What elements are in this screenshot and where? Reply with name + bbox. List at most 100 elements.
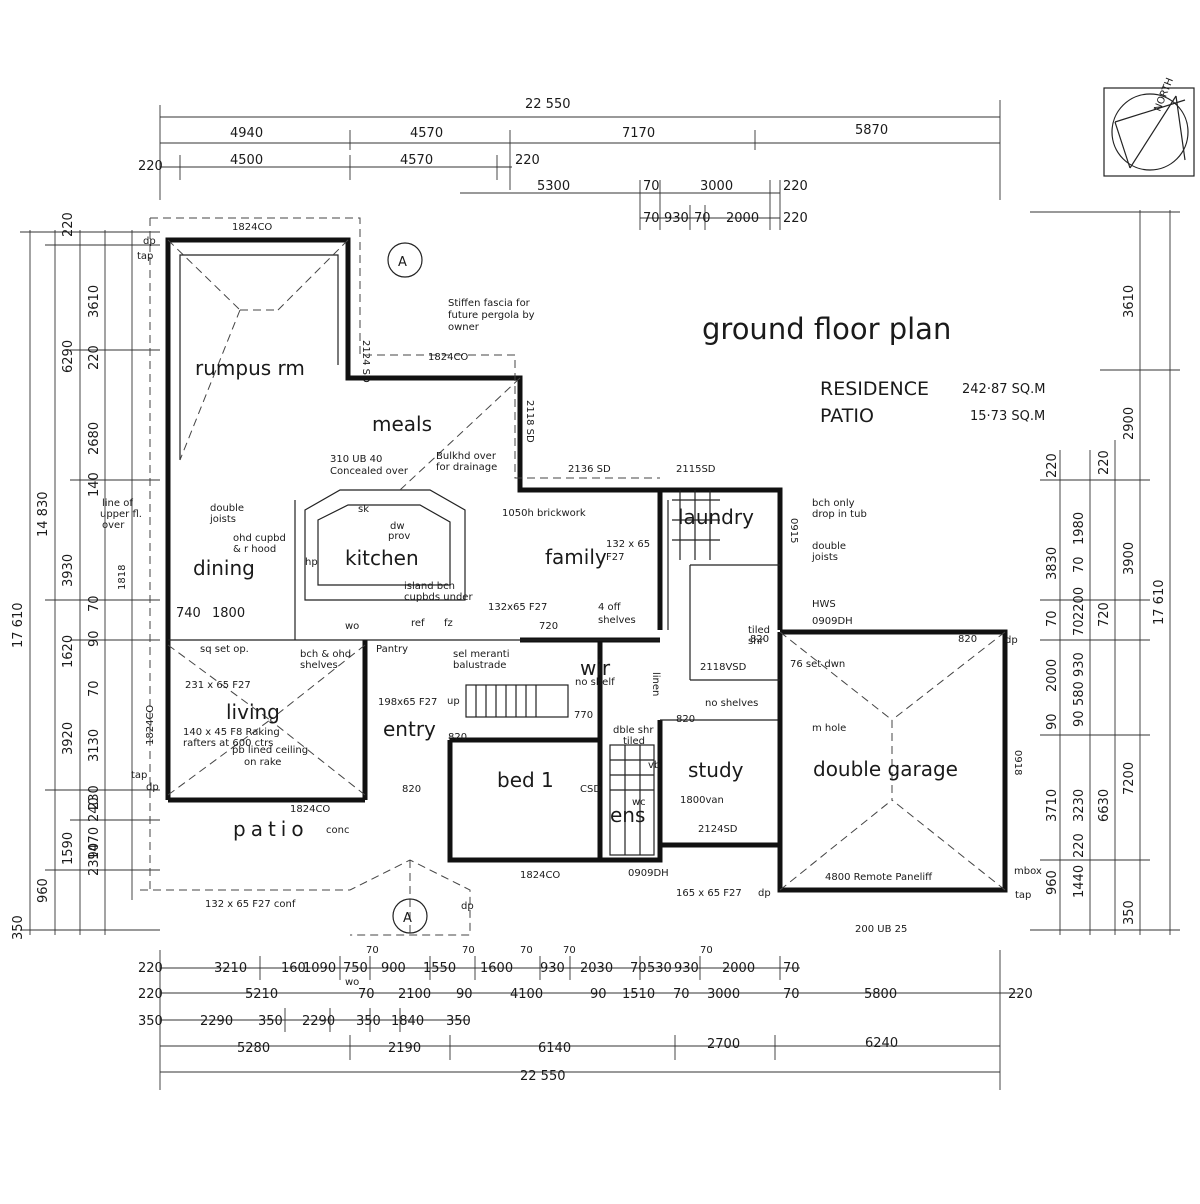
- dim-bottom-r1-3: 1090: [303, 961, 336, 976]
- dim-bottom-r4-4: 6240: [865, 1036, 898, 1051]
- room-kitchen: kitchen: [345, 546, 419, 570]
- building-walls: [165, 237, 1008, 893]
- note-0918: 0918: [1012, 750, 1023, 775]
- note-linen: linen: [650, 672, 661, 696]
- dim-right-c4: 90: [1045, 713, 1060, 730]
- room-pantry: Pantry: [376, 644, 408, 655]
- dim-right-b7: 90: [1072, 710, 1087, 727]
- dim-bottom-r2-11: 5800: [864, 987, 897, 1002]
- note-fz: fz: [444, 618, 453, 629]
- dim-bottom-r1-8: 930: [540, 961, 565, 976]
- dim-bottom-r2-4: 90: [456, 987, 473, 1002]
- dim-bottom-r1-9: 2030: [580, 961, 613, 976]
- left-dimensions: 17 610 14 830 220 6290 3930 1620 3920 15…: [11, 212, 371, 940]
- note-ref: ref: [411, 618, 425, 629]
- dim-right-c8: 960: [1045, 870, 1060, 895]
- note-ub310-2: Concealed over: [330, 466, 409, 477]
- section-marker-bottom-label: A: [403, 911, 412, 926]
- note-ohd-2: & r hood: [233, 544, 276, 555]
- dim-bottom-r1-12: 930: [674, 961, 699, 976]
- dim-top-r4-0: 70: [643, 211, 660, 226]
- note-up: up: [447, 696, 460, 707]
- note-shelves-1: 4 off: [598, 602, 622, 613]
- dim-bottom-r1-4: 750: [343, 961, 368, 976]
- room-laundry: laundry: [678, 505, 754, 529]
- dim-left-b11: 240: [87, 797, 102, 822]
- note-tap-2: tap: [131, 770, 147, 781]
- dim-left-a1: 6290: [61, 340, 76, 373]
- dim-top-r2-1: 4500: [230, 153, 263, 168]
- note-720: 720: [539, 621, 558, 632]
- room-patio-conc: conc: [326, 825, 349, 836]
- dim-bottom-r1-11: 530: [647, 961, 672, 976]
- dim-left-b7: 70: [87, 680, 102, 697]
- note-dj-laundry-2: joists: [811, 552, 838, 563]
- dim-bottom-r2-6: 90: [590, 987, 607, 1002]
- note-rafters-4: on rake: [244, 757, 281, 768]
- dim-right-b1: 1980: [1072, 512, 1087, 545]
- dim-bottom-r2-1: 5210: [245, 987, 278, 1002]
- note-beam-entry: 198x65 F27: [378, 697, 437, 708]
- note-mhole: m hole: [812, 723, 846, 734]
- dim-right-a2: 3900: [1122, 542, 1137, 575]
- note-bch-1: bch only: [812, 498, 855, 509]
- bottom-dimensions: 220 3210 160 1090 750 900 1550 1600 930 …: [138, 945, 1033, 1090]
- dim-left-c2: 740: [176, 606, 201, 621]
- dim-left-mid: 14 830: [36, 492, 51, 538]
- dim-bottom-r4-0: 5280: [237, 1041, 270, 1056]
- dim-right-b8: 3710: [1045, 789, 1060, 822]
- residence-value: 242·87 SQ.M: [962, 382, 1045, 397]
- note-dp-1: dp: [143, 236, 156, 247]
- note-shelves-2: shelves: [598, 615, 636, 626]
- dim-left-a7: 350: [11, 915, 26, 940]
- note-770: 770: [574, 710, 593, 721]
- dim-left-a2: 3930: [61, 554, 76, 587]
- dim-left-b8: 3130: [87, 729, 102, 762]
- roof-lines: [140, 217, 1006, 936]
- note-upper-1: line of: [102, 498, 133, 509]
- note-hws: HWS: [812, 599, 836, 610]
- dim-top-r1-3: 5870: [855, 123, 888, 138]
- note-bulkhd-1: Bulkhd over: [436, 451, 497, 462]
- dim-right-b0: 220: [1097, 450, 1112, 475]
- room-rumpus: rumpus rm: [195, 356, 305, 380]
- dim-right-b10: 6630: [1097, 789, 1112, 822]
- plan-title: ground floor plan: [702, 312, 951, 346]
- dim-right-a0: 3610: [1122, 285, 1137, 318]
- dim-top-r1-0: 4940: [230, 126, 263, 141]
- note-1824co-top: 1824CO: [232, 222, 272, 233]
- dim-right-c5: 720: [1097, 602, 1112, 627]
- dim-bottom-r2-8: 70: [673, 987, 690, 1002]
- note-dw-1: dw: [390, 521, 405, 532]
- dim-bottom-r2-3: 2100: [398, 987, 431, 1002]
- note-2115sd: 2115SD: [676, 464, 716, 475]
- dim-right-b3: 2200: [1072, 587, 1087, 620]
- dim-right-outer: 17 610: [1152, 580, 1167, 626]
- dim-bottom-r1-0: 220: [138, 961, 163, 976]
- note-dp-5: dp: [461, 901, 474, 912]
- room-dining: dining: [193, 556, 255, 580]
- dim-right-a3: 7200: [1122, 762, 1137, 795]
- dim-bottom-r3-1: 2290: [200, 1014, 233, 1029]
- dim-bottom-small-2: 70: [520, 945, 533, 956]
- dim-right-b2: 70: [1072, 556, 1087, 573]
- note-bch-ohd-2: shelves: [300, 660, 338, 671]
- room-entry: entry: [383, 717, 436, 741]
- note-rafters-3: pb lined ceiling: [232, 745, 308, 756]
- note-2136sd: 2136 SD: [568, 464, 611, 475]
- dim-bottom-r3-6: 350: [446, 1014, 471, 1029]
- note-2118vsd: 2118VSD: [700, 662, 747, 673]
- note-bch-ohd-1: bch & ohd: [300, 649, 351, 660]
- note-sk: sk: [358, 504, 369, 515]
- dim-bottom-r3-4: 350: [356, 1014, 381, 1029]
- note-balus-1: sel meranti: [453, 649, 510, 660]
- note-bch-2: drop in tub: [812, 509, 867, 520]
- dim-bottom-r1-6: 1550: [423, 961, 456, 976]
- dim-left-b6: 90: [87, 630, 102, 647]
- note-no-shelves: no shelves: [705, 698, 758, 709]
- note-family-beam-1: 132 x 65: [606, 539, 650, 550]
- note-1824co-living: 1824CO: [290, 804, 330, 815]
- dim-right-c9: 350: [1122, 900, 1137, 925]
- note-dj-dining-2: joists: [209, 514, 236, 525]
- note-paneliff: 4800 Remote Paneliff: [825, 872, 933, 883]
